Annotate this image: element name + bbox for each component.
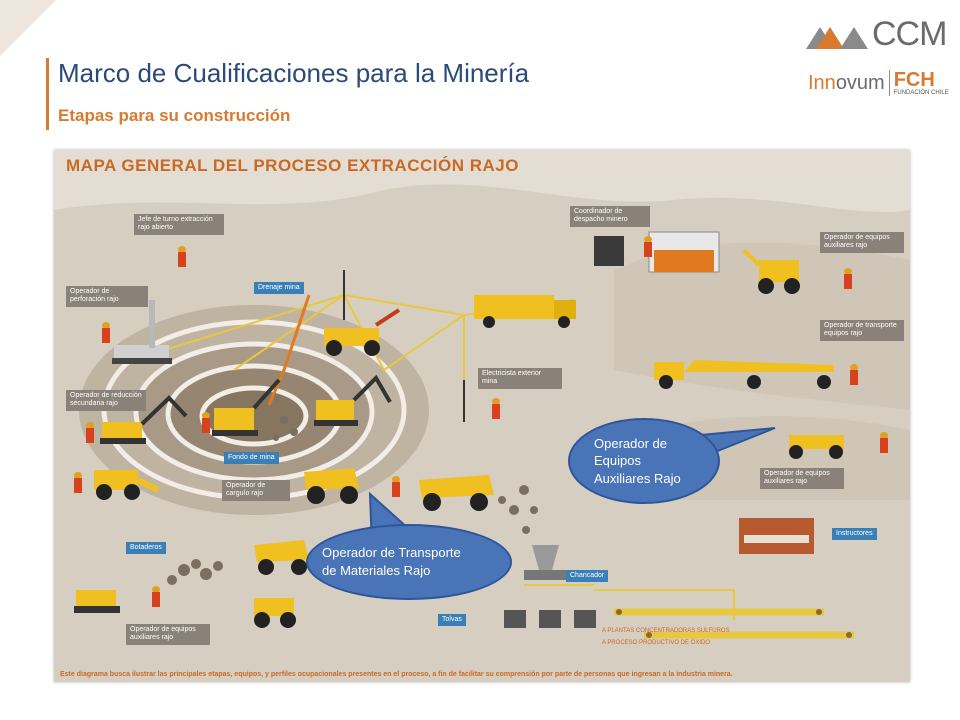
haul-truck-2 bbox=[419, 475, 494, 511]
label-op-carguio: Operador de carguío rajo bbox=[222, 480, 290, 501]
fuel-truck bbox=[474, 295, 576, 328]
label-fondo-mina: Fondo de mina bbox=[224, 452, 279, 465]
auxiliary-dozer-top bbox=[324, 308, 401, 356]
conveyor-belts bbox=[614, 608, 854, 639]
worker-figure bbox=[880, 432, 888, 454]
dozer-bottom bbox=[74, 590, 120, 613]
callout-transporte-line-2: de Materiales Rajo bbox=[322, 563, 431, 578]
ccm-logo: CCM bbox=[806, 14, 947, 54]
note-plantas: A PLANTAS CONCENTRADORAS SULFUROS bbox=[602, 628, 730, 634]
callout-auxiliares-line-3: Auxiliares Rajo bbox=[594, 470, 681, 486]
shovel-center bbox=[212, 378, 281, 436]
label-coordinador: Coordinador de despacho minero bbox=[570, 206, 650, 227]
low-bed-trailer bbox=[654, 360, 834, 389]
label-electricista: Electricista exterior mina bbox=[478, 368, 562, 389]
map-illustration bbox=[54, 184, 910, 682]
label-chancador: Chancador bbox=[566, 570, 609, 583]
callout-operador-auxiliares: Operador de Equipos Auxiliares Rajo bbox=[568, 418, 720, 504]
page-subtitle: Etapas para su construcción bbox=[58, 106, 291, 125]
haul-truck-1 bbox=[304, 468, 359, 504]
backhoe bbox=[742, 248, 800, 294]
process-map: MAPA GENERAL DEL PROCESO EXTRACCIÓN RAJO… bbox=[54, 150, 910, 682]
worker-figure bbox=[844, 268, 852, 290]
label-op-aux-top: Operador de equipos auxiliares rajo bbox=[820, 232, 904, 253]
innovum-prefix: Inn bbox=[808, 71, 836, 94]
dispatch-building bbox=[594, 231, 720, 273]
label-op-aux-bottom: Operador de equipos auxiliares rajo bbox=[126, 624, 210, 645]
haul-truck-3 bbox=[254, 540, 309, 575]
crusher bbox=[524, 545, 566, 580]
note-proceso: A PROCESO PRODUCTIVO DE ÓXIDO bbox=[602, 640, 711, 646]
map-footnote: Este diagrama busca ilustrar las princip… bbox=[60, 671, 733, 678]
hoppers bbox=[504, 610, 596, 628]
fch-logo: FCH FUNDACIÓN CHILE bbox=[894, 70, 949, 96]
title-accent-bar bbox=[46, 58, 49, 130]
fch-text: FCH bbox=[893, 69, 935, 91]
callout-operador-transporte: Operador de Transporte de Materiales Raj… bbox=[306, 524, 512, 600]
callout-auxiliares-line-1: Operador de bbox=[594, 435, 667, 451]
worker-figure bbox=[86, 422, 94, 444]
worker-figure bbox=[74, 472, 82, 494]
excavator-left bbox=[100, 395, 188, 444]
worker-figure bbox=[492, 398, 500, 420]
label-instructores: Instructores bbox=[832, 528, 877, 541]
shovel-right bbox=[314, 374, 392, 426]
logo-separator bbox=[888, 70, 890, 96]
worker-figure bbox=[202, 412, 210, 434]
corner-decoration bbox=[0, 0, 56, 56]
callout-auxiliares-line-2: Equipos bbox=[594, 453, 641, 469]
callout-transporte-line-1: Operador de Transporte bbox=[322, 545, 461, 561]
page-title: Marco de Cualificaciones para la Minería bbox=[58, 58, 530, 88]
label-op-transporte-equipos: Operador de transporte equipos rajo bbox=[820, 320, 904, 341]
label-drenaje: Drenaje mina bbox=[254, 282, 304, 295]
label-jefe-turno: Jefe de turno extracción rajo abierto bbox=[134, 214, 224, 235]
loader-left bbox=[94, 470, 160, 500]
drill-rig bbox=[112, 300, 172, 364]
innovum-rest: ovum bbox=[835, 71, 885, 94]
worker-figure bbox=[392, 476, 400, 498]
worker-figure bbox=[178, 246, 186, 268]
map-title: MAPA GENERAL DEL PROCESO EXTRACCIÓN RAJO bbox=[66, 156, 519, 175]
label-tolvas: Tolvas bbox=[438, 614, 466, 627]
worker-figure bbox=[102, 322, 110, 344]
worker-figure bbox=[644, 236, 652, 258]
instructors-building bbox=[739, 518, 814, 554]
ccm-logo-text: CCM bbox=[872, 14, 947, 53]
loader-bottom bbox=[254, 598, 296, 628]
worker-figure bbox=[850, 364, 858, 386]
worker-figure bbox=[152, 586, 160, 608]
label-op-perforacion: Operador de perforación rajo bbox=[66, 286, 148, 307]
fch-caption: FUNDACIÓN CHILE bbox=[893, 90, 949, 96]
label-op-reduccion: Operador de reducción secundaria rajo bbox=[66, 390, 146, 411]
ccm-chevrons-icon bbox=[806, 27, 868, 49]
label-botaderos: Botaderos bbox=[126, 542, 166, 555]
label-op-aux-right: Operador de equipos auxiliares rajo bbox=[760, 468, 844, 489]
motor-grader bbox=[789, 435, 844, 459]
